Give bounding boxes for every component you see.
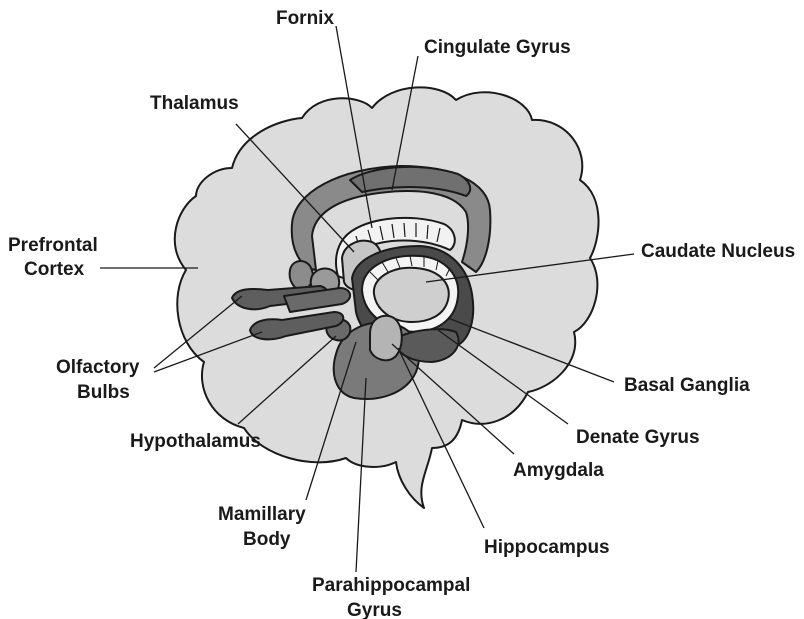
- label-thalamus: Thalamus: [150, 93, 239, 114]
- amygdala: [370, 316, 402, 361]
- label-basal-ganglia: Basal Ganglia: [624, 375, 750, 396]
- label-mamillary-body-line2: Body: [243, 529, 291, 550]
- hypothalamus: [290, 261, 313, 290]
- caudate-nucleus-body: [374, 268, 449, 322]
- label-prefrontal-cortex-line2: Cortex: [24, 259, 85, 280]
- label-olfactory-bulbs-line2: Bulbs: [77, 382, 130, 403]
- label-caudate-nucleus: Caudate Nucleus: [641, 241, 795, 262]
- label-parahippocampal-gyrus-line2: Gyrus: [347, 600, 402, 619]
- label-fornix: Fornix: [276, 8, 334, 29]
- label-parahippocampal-gyrus-line1: Parahippocampal: [312, 575, 470, 596]
- label-cingulate-gyrus: Cingulate Gyrus: [424, 37, 571, 58]
- label-amygdala: Amygdala: [513, 460, 604, 481]
- label-olfactory-bulbs-line1: Olfactory: [56, 357, 140, 378]
- label-hypothalamus: Hypothalamus: [130, 431, 261, 452]
- label-prefrontal-cortex-line1: Prefrontal: [8, 235, 98, 256]
- label-mamillary-body-line1: Mamillary: [218, 504, 306, 525]
- label-hippocampus: Hippocampus: [484, 537, 610, 558]
- label-denate-gyrus: Denate Gyrus: [576, 427, 700, 448]
